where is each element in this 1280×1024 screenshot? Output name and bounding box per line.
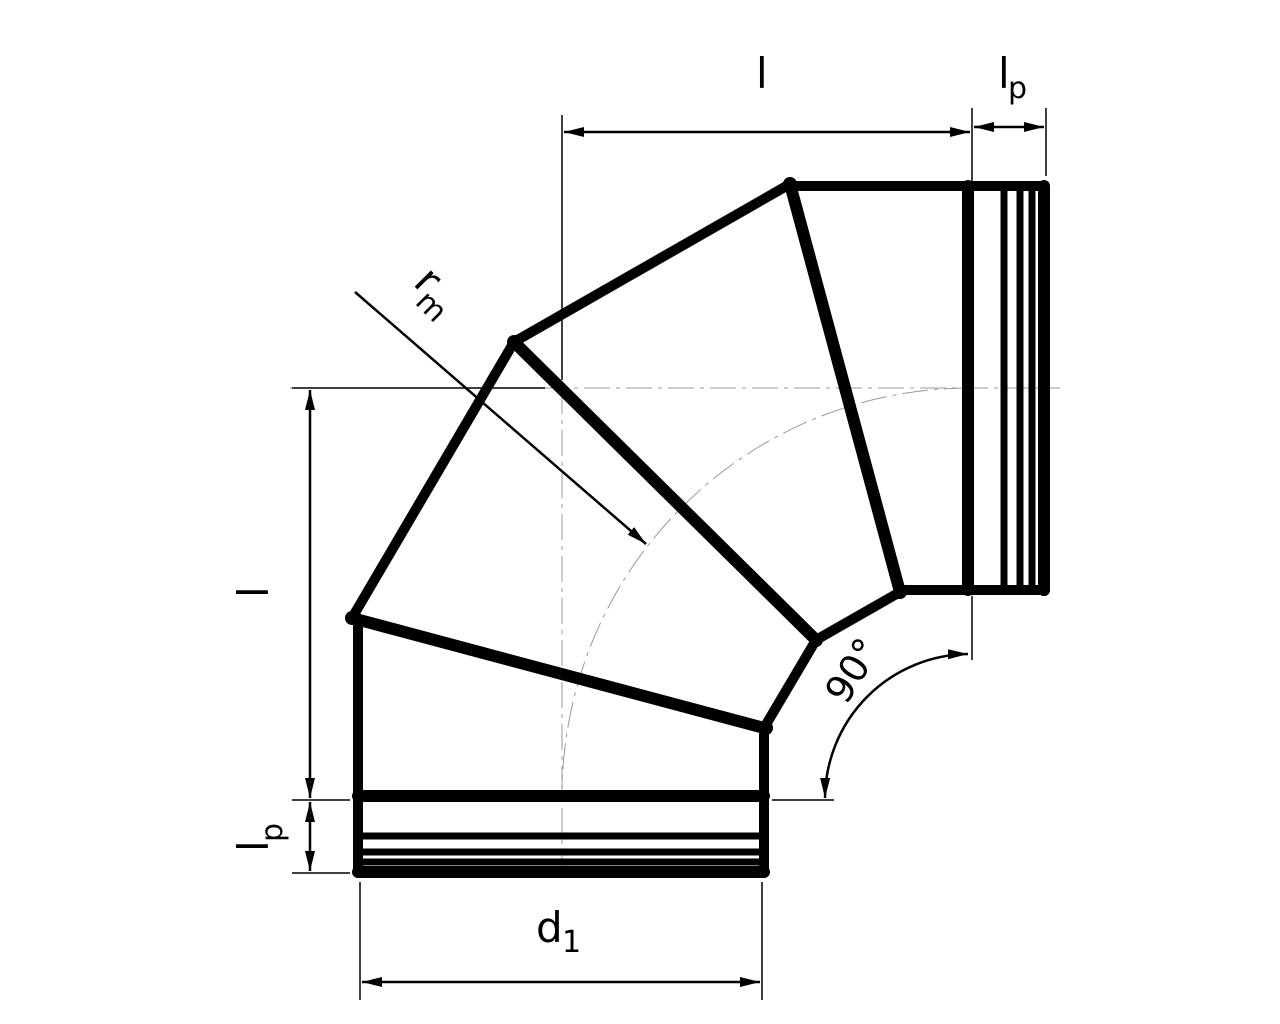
- extension-lines: [292, 108, 1047, 1000]
- segment-1-outline: [347, 337, 519, 623]
- top-socket-subscript: p: [1008, 71, 1027, 106]
- left-socket-label: l: [229, 840, 278, 852]
- segment-1-joint: [346, 612, 770, 734]
- top-socket-label: l: [998, 49, 1010, 98]
- angle-arc: [820, 649, 969, 799]
- right-socket: [785, 180, 1050, 596]
- top-length-label: l: [756, 49, 768, 98]
- segment-2-inner: [811, 587, 905, 645]
- angle-label: 90°: [816, 630, 889, 710]
- bend-centerline-arc: [561, 387, 971, 797]
- radius-leader: [354, 291, 647, 545]
- left-socket-subscript: p: [255, 823, 290, 842]
- radius-label-group: r m: [405, 256, 454, 329]
- diameter-label: d: [536, 903, 563, 952]
- segment-2-outer: [509, 179, 795, 347]
- dimension-lines: [305, 122, 1044, 987]
- bottom-socket: [352, 613, 770, 878]
- segment-2-joint: [508, 336, 822, 646]
- diameter-subscript: 1: [562, 925, 581, 960]
- segment-3-joint: [784, 178, 906, 598]
- segment-1-inner: [759, 635, 821, 733]
- left-length-label: l: [229, 586, 278, 598]
- elbow-body: [345, 177, 1050, 878]
